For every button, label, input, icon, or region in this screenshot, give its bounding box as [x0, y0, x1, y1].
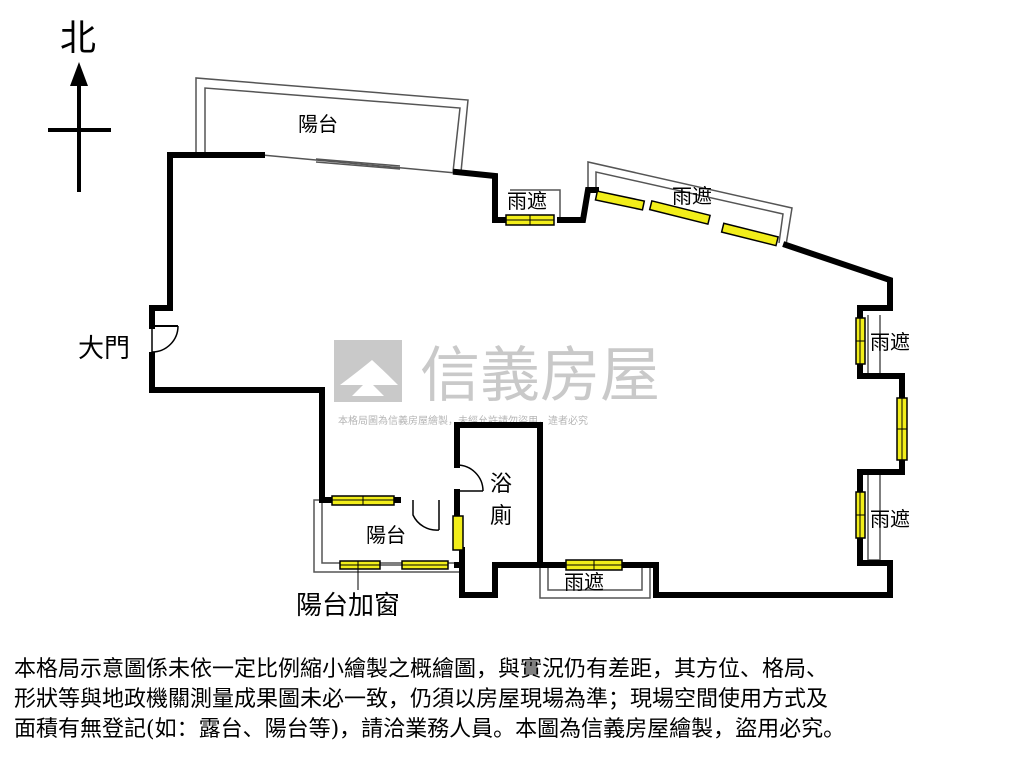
watermark: 信義房屋 本格局圖為信義房屋繪製，未經允許請勿盜用，違者必究 [334, 340, 660, 427]
bathroom-door-swing-icon [412, 464, 484, 531]
disclaimer-line-2: 形狀等與地政機關測量成果圖未必一致，仍須以房屋現場為準；現場空間使用方式及 [14, 687, 829, 712]
floor-plan: 北 信義房屋 本格局圖為信義房屋繪製，未經允許請勿盜用，違者必究 [48, 18, 910, 621]
label-main-door: 大門 [78, 334, 130, 364]
window-dividers [332, 215, 907, 590]
label-canopy-east-1: 雨遮 [870, 330, 910, 354]
north-arrow-icon [48, 62, 111, 192]
exterior-walls [149, 152, 905, 598]
label-canopy-2: 雨遮 [672, 184, 712, 208]
label-balcony-window: 陽台加窗 [296, 591, 400, 621]
label-balcony-north: 陽台 [298, 112, 338, 136]
label-canopy-1: 雨遮 [507, 189, 547, 213]
label-bathroom-1: 浴 [490, 472, 512, 497]
disclaimer-line-3: 面積有無登記(如：露台、陽台等)，請洽業務人員。本圖為信義房屋繪製，盜用必究。 [14, 717, 846, 742]
label-canopy-east-2: 雨遮 [870, 507, 910, 531]
door-swing-icon [151, 325, 179, 355]
label-canopy-south: 雨遮 [564, 570, 604, 594]
label-bathroom-2: 廁 [490, 504, 512, 529]
disclaimer: 本格局示意圖係未依一定比例縮小繪製之概繪圖，與實況仍有差距，其方位、格局、 形狀… [14, 655, 1014, 745]
watermark-brand: 信義房屋 [420, 341, 660, 411]
compass-north-label: 北 [60, 18, 96, 59]
label-balcony-south: 陽台 [366, 523, 406, 547]
house-logo-icon [334, 340, 402, 402]
disclaimer-line-1: 本格局示意圖係未依一定比例縮小繪製之概繪圖，與實況仍有差距，其方位、格局、 [14, 657, 829, 682]
